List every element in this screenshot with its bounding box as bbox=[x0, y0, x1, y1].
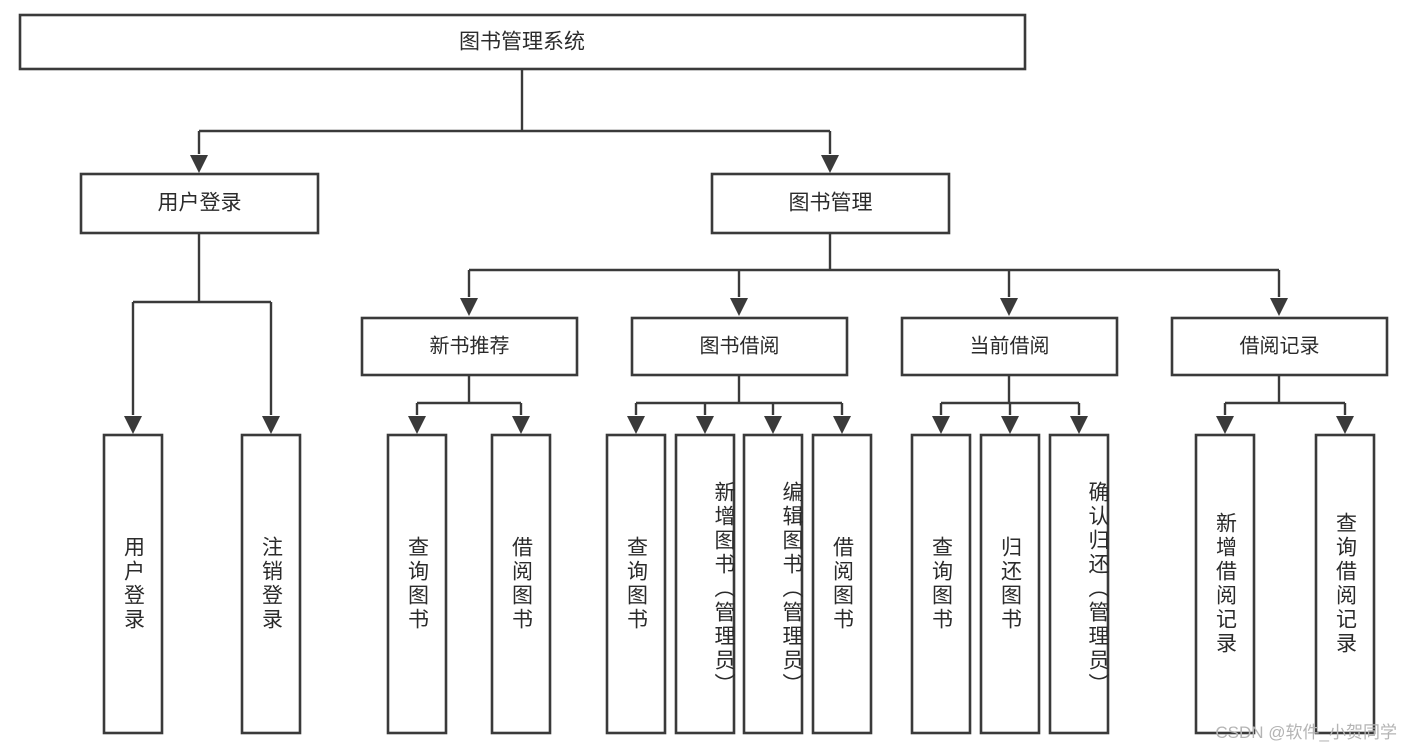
node-borrow-record[interactable]: 借阅记录 bbox=[1170, 316, 1389, 377]
csdn-watermark: CSDN @软件_小贺同学 bbox=[1215, 723, 1397, 742]
leaf-box-add-record[interactable] bbox=[1194, 433, 1256, 735]
node-user-login-label: 用户登录 bbox=[158, 192, 242, 215]
leaf-box-query-book-1[interactable] bbox=[386, 433, 448, 735]
node-current-borrow-label: 当前借阅 bbox=[970, 334, 1050, 357]
leaf-box-add-book[interactable] bbox=[674, 433, 736, 735]
leaf-box-logout[interactable] bbox=[240, 433, 302, 735]
connector-newbook-to-leaves bbox=[408, 375, 530, 434]
leaf-box-query-record[interactable] bbox=[1314, 433, 1376, 735]
node-book-manage[interactable]: 图书管理 bbox=[710, 172, 951, 235]
leaf-box-borrow-book-2[interactable] bbox=[811, 433, 873, 735]
node-root-label: 图书管理系统 bbox=[459, 31, 585, 54]
leaf-box-borrow-book-1[interactable] bbox=[490, 433, 552, 735]
node-book-borrow[interactable]: 图书借阅 bbox=[630, 316, 849, 377]
node-borrow-record-label: 借阅记录 bbox=[1240, 334, 1320, 357]
connector-bookborrow-to-leaves bbox=[627, 375, 851, 434]
leaf-box-confirm-return[interactable] bbox=[1048, 433, 1110, 735]
node-new-book-recommend[interactable]: 新书推荐 bbox=[360, 316, 579, 377]
leaf-box-edit-book[interactable] bbox=[742, 433, 804, 735]
connector-borrowrecord-to-leaves bbox=[1216, 375, 1354, 434]
leaf-box-user-login[interactable] bbox=[102, 433, 164, 735]
connector-userlogin-to-leaves bbox=[124, 233, 280, 434]
leaf-box-return-book[interactable] bbox=[979, 433, 1041, 735]
connector-bookmanage-to-level3 bbox=[460, 233, 1288, 316]
leaf-box-query-book-2[interactable] bbox=[605, 433, 667, 735]
node-book-manage-label: 图书管理 bbox=[789, 192, 873, 215]
connector-currentborrow-to-leaves bbox=[932, 375, 1088, 434]
node-root[interactable]: 图书管理系统 bbox=[18, 13, 1027, 71]
leaf-box-query-book-3[interactable] bbox=[910, 433, 972, 735]
node-book-borrow-label: 图书借阅 bbox=[700, 334, 780, 357]
node-user-login[interactable]: 用户登录 bbox=[79, 172, 320, 235]
connector-root-to-level2 bbox=[190, 69, 839, 173]
node-new-book-recommend-label: 新书推荐 bbox=[430, 334, 510, 357]
node-current-borrow[interactable]: 当前借阅 bbox=[900, 316, 1119, 377]
